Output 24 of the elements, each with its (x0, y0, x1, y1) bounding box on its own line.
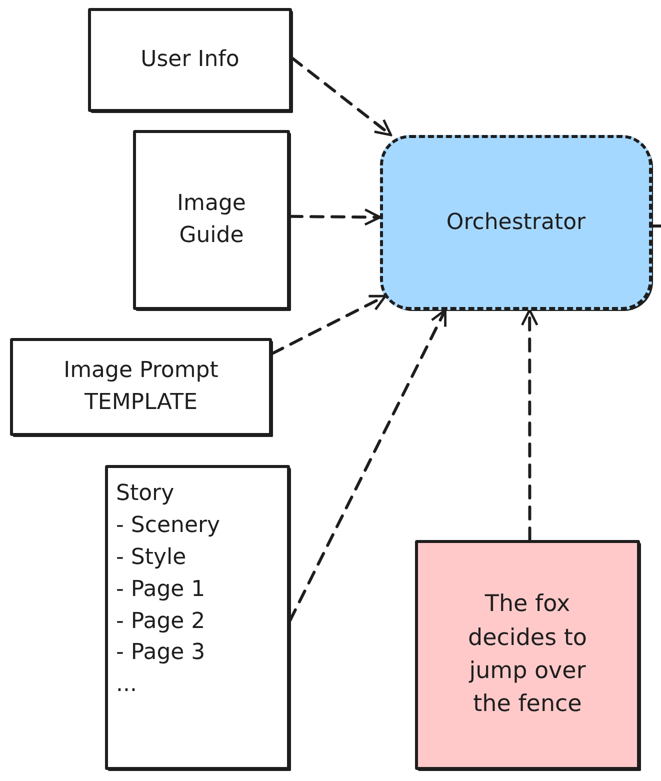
node-label: Image Guide (176, 190, 247, 250)
node-label: User Info (140, 46, 240, 74)
node-label: The fox decides to jump over the fence (467, 590, 588, 720)
list-item: - Scenery (116, 512, 220, 540)
process-box (88, 8, 292, 112)
dashed-line (650, 224, 661, 228)
note-box (415, 540, 640, 770)
dashed-arrow (270, 294, 387, 356)
node-label: Image Prompt TEMPLATE (62, 357, 220, 417)
process-box (105, 465, 290, 770)
list-item: - Page 1 (116, 576, 206, 604)
process-box (133, 130, 290, 310)
hub-box (380, 135, 652, 310)
list-item: - Style (116, 544, 186, 572)
node-label: Orchestrator (446, 208, 586, 237)
list-item: Story (116, 480, 174, 508)
list-item: - Page 2 (116, 608, 206, 636)
dashed-arrow (520, 308, 538, 542)
list-item: ... (116, 671, 137, 700)
dashed-arrow (288, 208, 382, 226)
dashed-arrow (290, 56, 392, 136)
list-item: - Page 3 (116, 639, 206, 668)
dashed-arrow (288, 308, 447, 622)
process-box (10, 338, 272, 436)
